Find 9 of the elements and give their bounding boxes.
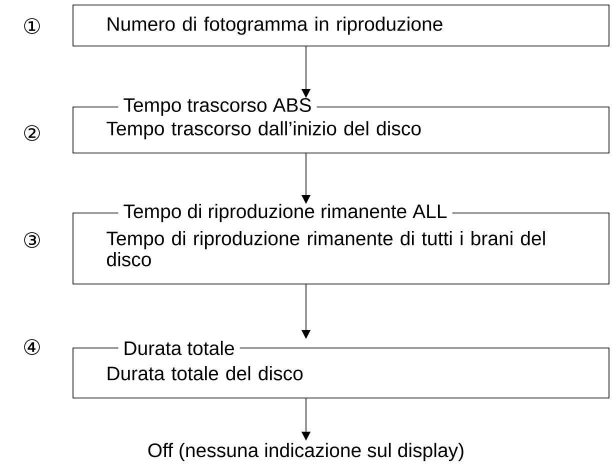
end-text: Off (nessuna indicazione sul display) <box>148 442 464 462</box>
step-number: ① <box>24 18 40 34</box>
titled-box: Durata totale Durata totale del disco <box>72 340 610 398</box>
step-number: ③ <box>24 232 40 248</box>
step-number: ② <box>24 125 40 141</box>
titled-box: Tempo di riproduzione rimanente ALL Tempo di riproduzione rimanente di tutti i brani del disco <box>72 202 610 284</box>
titled-box: Numero di fotogramma in riproduzione <box>72 4 610 46</box>
step-number: ④ <box>24 339 40 355</box>
titled-box: Tempo trascorso ABS Tempo trascorso dall’inizio del disco <box>72 97 610 154</box>
